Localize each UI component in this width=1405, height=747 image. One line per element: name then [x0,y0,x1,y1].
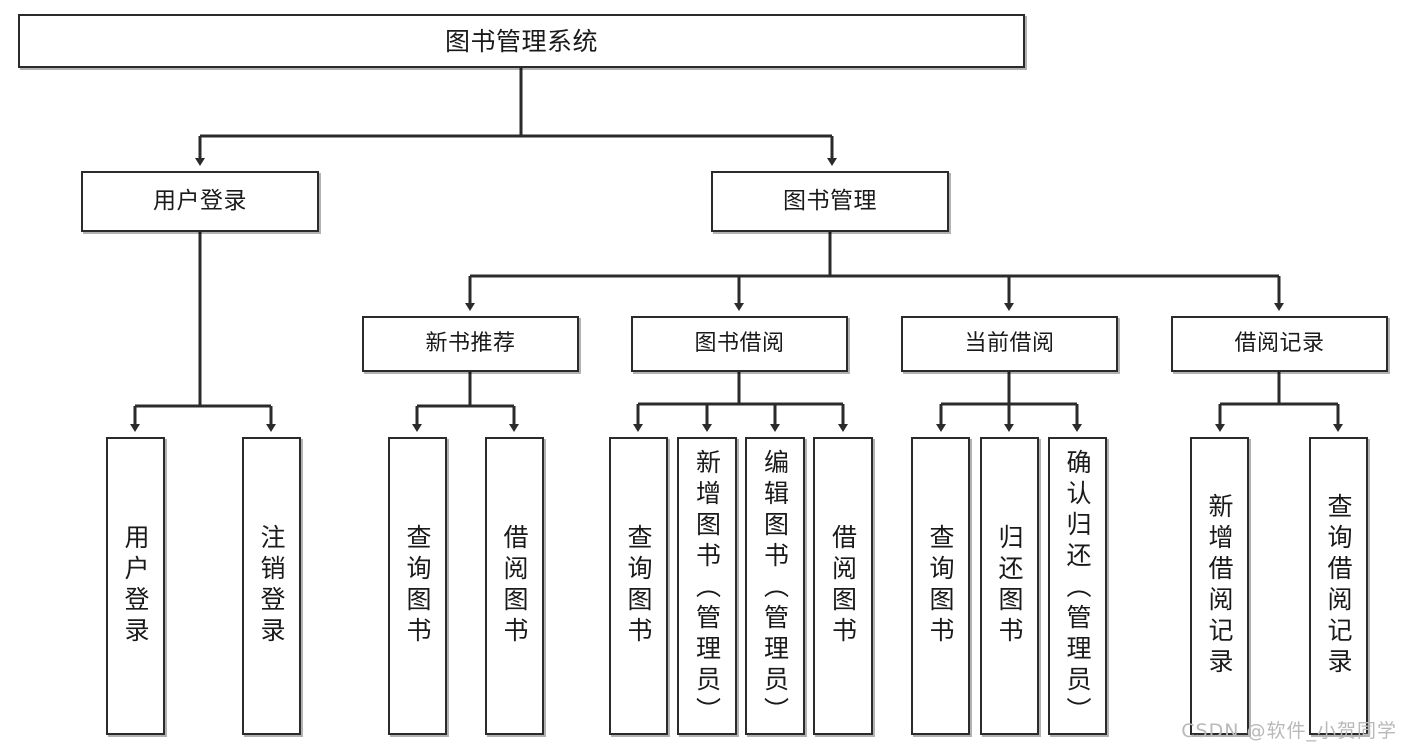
node-new-book-recommendation[interactable]: 新书推荐 [362,316,579,372]
node-label: 查询图书 [624,524,653,648]
leaf-add-book-admin[interactable]: 新增图书（管理员） [677,437,737,735]
node-label: 借阅记录 [1234,331,1325,357]
node-label: 图书管理系统 [444,26,598,56]
leaf-borrow-book-new[interactable]: 借阅图书 [485,437,544,735]
leaf-confirm-return-admin[interactable]: 确认归还（管理员） [1048,437,1107,735]
node-label: 查询图书 [926,524,955,648]
leaf-edit-book-admin[interactable]: 编辑图书（管理员） [745,437,805,735]
csdn-watermark: CSDN @软件_小贺同学 [1181,720,1397,742]
node-label: 借阅图书 [828,524,858,648]
node-label: 归还图书 [995,524,1024,648]
node-label: 当前借阅 [964,331,1055,357]
node-label: 借阅图书 [500,524,529,648]
leaf-borrow-book[interactable]: 借阅图书 [813,437,873,735]
node-label: 图书借阅 [694,331,785,357]
node-book-borrowing[interactable]: 图书借阅 [631,316,848,372]
leaf-return-book[interactable]: 归还图书 [980,437,1039,735]
node-label: 注销登录 [257,524,286,648]
leaf-query-book-borrow[interactable]: 查询图书 [609,437,668,735]
leaf-query-book-new[interactable]: 查询图书 [388,437,447,735]
node-label: 查询图书 [403,524,432,648]
leaf-user-login[interactable]: 用户登录 [106,437,165,735]
node-label: 用户登录 [153,188,247,215]
node-root-book-management-system[interactable]: 图书管理系统 [18,14,1025,68]
node-current-borrowing[interactable]: 当前借阅 [901,316,1118,372]
leaf-add-borrow-record[interactable]: 新增借阅记录 [1190,437,1249,735]
node-borrowing-records[interactable]: 借阅记录 [1171,316,1388,372]
node-book-management[interactable]: 图书管理 [711,171,949,232]
node-label: 新增借阅记录 [1205,493,1234,679]
leaf-query-book-current[interactable]: 查询图书 [911,437,970,735]
leaf-logout[interactable]: 注销登录 [242,437,301,735]
leaf-query-borrow-record[interactable]: 查询借阅记录 [1309,437,1368,735]
node-label: 确认归还（管理员） [1063,449,1092,728]
node-label: 用户登录 [121,524,150,648]
node-label: 查询借阅记录 [1324,493,1353,679]
node-label: 新书推荐 [425,331,516,357]
node-label: 图书管理 [783,188,877,215]
node-label: 新增图书（管理员） [692,449,722,728]
node-label: 编辑图书（管理员） [760,449,790,728]
node-user-login[interactable]: 用户登录 [81,171,319,232]
